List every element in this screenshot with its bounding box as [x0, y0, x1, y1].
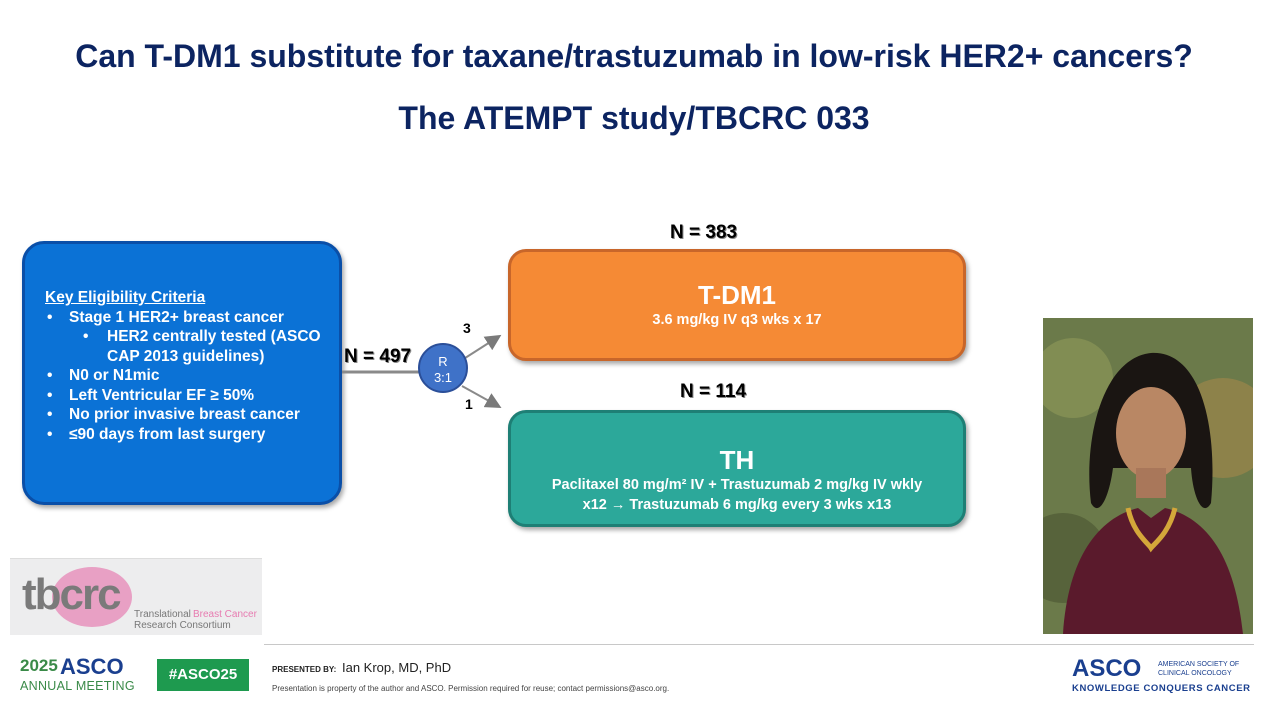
arm-dosing: 3.6 mg/kg IV q3 wks x 17: [652, 312, 822, 328]
svg-text:tbcrc: tbcrc: [22, 570, 121, 619]
hashtag-badge: #ASCO25: [157, 659, 249, 691]
eligibility-heading: Key Eligibility Criteria: [45, 289, 206, 306]
eligibility-subitem: HER2 centrally tested (ASCO CAP 2013 gui…: [45, 327, 329, 366]
slide-subtitle: The ATEMPT study/TBCRC 033: [398, 100, 870, 136]
slide-title: Can T-DM1 substitute for taxane/trastuzu…: [75, 38, 1193, 74]
society-line2: CLINICAL ONCOLOGY: [1158, 670, 1232, 677]
upper-arm-ratio: 3: [463, 320, 471, 336]
eligibility-item: Stage 1 HER2+ breast cancer: [45, 308, 329, 328]
svg-text:Research Consortium: Research Consortium: [134, 620, 231, 631]
arrow-down-icon: [461, 385, 502, 408]
copyright-notice: Presentation is property of the author a…: [272, 684, 670, 693]
total-n-label: N = 497: [344, 346, 412, 367]
arm-name: TH: [719, 445, 755, 475]
randomization-ratio: 3:1: [433, 370, 453, 385]
asco-society-name: AMERICAN SOCIETY OF CLINICAL ONCOLOGY: [1158, 660, 1239, 678]
randomization-circle: R 3:1: [418, 343, 468, 393]
asco-tagline: KNOWLEDGE CONQUERS CANCER: [1072, 683, 1251, 694]
presenter-name: Ian Krop, MD, PhD: [342, 660, 452, 675]
arrow-up-icon: [461, 334, 502, 361]
eligibility-item: ≤90 days from last surgery: [45, 425, 329, 445]
lower-arm-ratio: 1: [465, 396, 473, 412]
eligibility-criteria-box: Key Eligibility Criteria Stage 1 HER2+ b…: [22, 241, 342, 505]
arm-name: T-DM1: [698, 280, 776, 310]
asco-logo: ASCO: [1072, 655, 1142, 682]
arm2-n-label: N = 114: [680, 381, 747, 402]
tbcrc-logo: tbcrc Translational Breast Cancer Resear…: [10, 558, 262, 635]
arm-th-box: TH Paclitaxel 80 mg/m² IV + Trastuzumab …: [508, 410, 966, 527]
svg-text:Breast Cancer: Breast Cancer: [193, 609, 258, 620]
society-line1: AMERICAN SOCIETY OF: [1158, 661, 1240, 668]
eligibility-item: Left Ventricular EF ≥ 50%: [45, 386, 329, 406]
footer-divider: [264, 644, 1254, 645]
arm1-n-label: N = 383: [670, 222, 738, 243]
presented-by-label: PRESENTED BY:: [272, 665, 337, 674]
arm-dosing-line1: Paclitaxel 80 mg/m² IV + Trastuzumab 2 m…: [551, 477, 923, 493]
footer-year: 2025: [20, 656, 58, 675]
eligibility-list: Stage 1 HER2+ breast cancer HER2 central…: [45, 308, 329, 445]
arm-dosing-line2: x12 → Trastuzumab 6 mg/kg every 3 wks x1…: [582, 497, 892, 513]
svg-text:Translational: Translational: [134, 609, 191, 620]
randomization-connectors: [342, 334, 502, 408]
footer-asco: ASCO: [60, 654, 124, 679]
randomization-letter: R: [438, 354, 448, 369]
eligibility-item: No prior invasive breast cancer: [45, 405, 329, 425]
footer-meeting: ANNUAL MEETING: [20, 679, 135, 693]
eligibility-item: N0 or N1mic: [45, 366, 329, 386]
arm-tdm1-box: T-DM1 3.6 mg/kg IV q3 wks x 17: [508, 249, 966, 361]
presenter-photo: [1043, 318, 1253, 634]
